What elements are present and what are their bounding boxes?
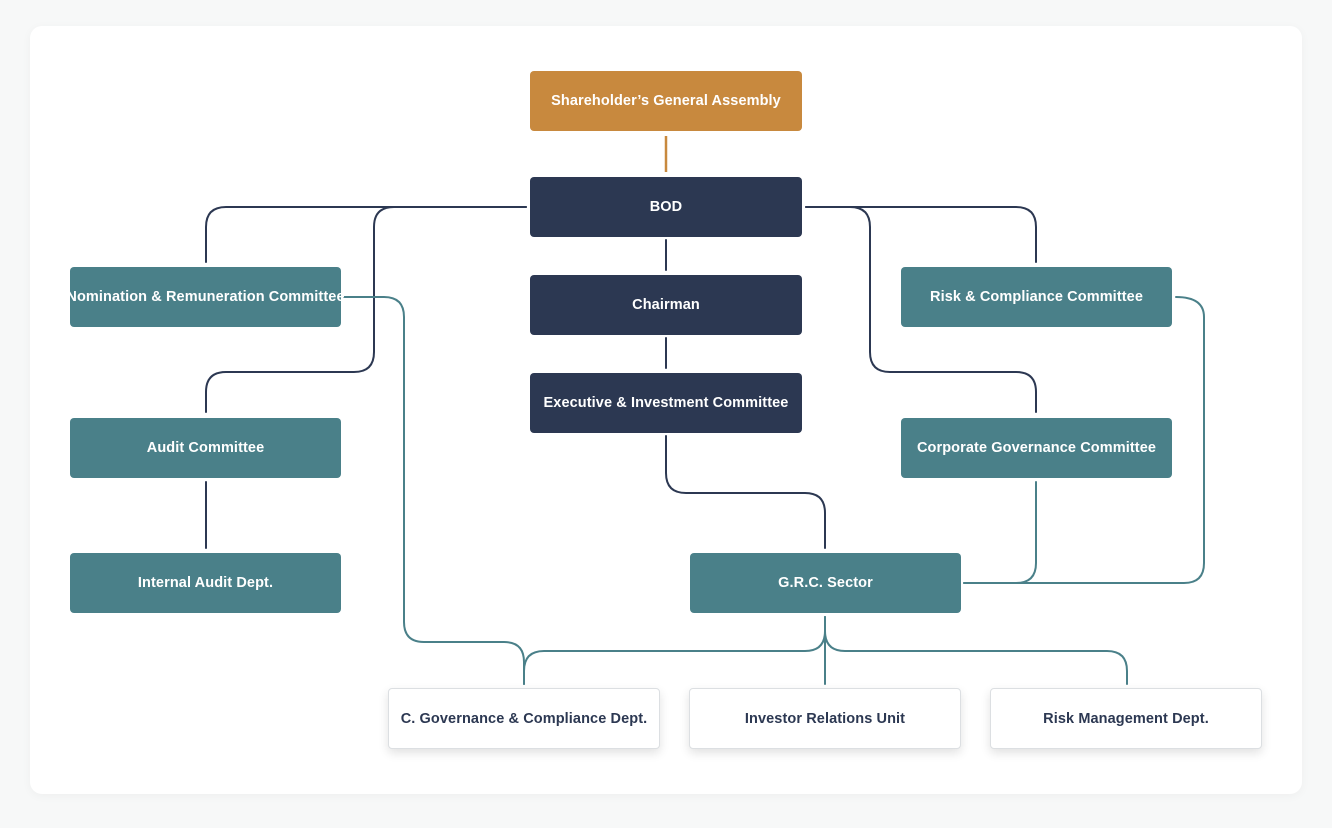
node-shareholders-general-assembly[interactable]: Shareholder’s General Assembly [530, 71, 802, 131]
node-risk-compliance-committee[interactable]: Risk & Compliance Committee [901, 267, 1172, 327]
node-audit-committee[interactable]: Audit Committee [70, 418, 341, 478]
node-governance-compliance-dept[interactable]: C. Governance & Compliance Dept. [388, 688, 660, 749]
node-grc-sector[interactable]: G.R.C. Sector [690, 553, 961, 613]
node-risk-management-dept[interactable]: Risk Management Dept. [990, 688, 1262, 749]
node-investor-relations-unit[interactable]: Investor Relations Unit [689, 688, 961, 749]
node-chairman[interactable]: Chairman [530, 275, 802, 335]
node-bod[interactable]: BOD [530, 177, 802, 237]
node-internal-audit-dept[interactable]: Internal Audit Dept. [70, 553, 341, 613]
node-nomination-remuneration-committee[interactable]: Nomination & Remuneration Committee [66, 267, 345, 327]
node-corporate-governance-committee[interactable]: Corporate Governance Committee [901, 418, 1172, 478]
node-executive-investment-committee[interactable]: Executive & Investment Committee [530, 373, 802, 433]
